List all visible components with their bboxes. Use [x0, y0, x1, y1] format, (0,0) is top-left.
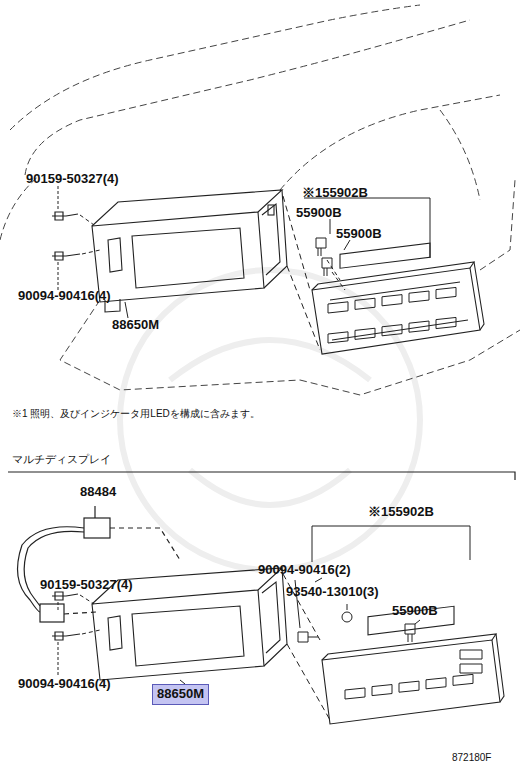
panel-button: [460, 650, 482, 659]
part-number: 55900B: [392, 604, 438, 619]
highlight-box: 88650M: [152, 684, 209, 705]
part-number: ※155902B: [302, 186, 368, 201]
panel-button: [460, 664, 482, 673]
panel-button: [345, 688, 365, 699]
figure-code: 872180F: [452, 752, 491, 764]
part-number: 90094-90416(2): [258, 563, 351, 578]
section-title: マルチディスプレイ: [12, 453, 111, 466]
note-text: ※1 照明、及びインジケータ用LEDを構成に含みます。: [12, 408, 260, 420]
panel-button: [328, 302, 348, 313]
part-number: 93540-13010(3): [286, 585, 379, 600]
part-number: 90159-50327(4): [26, 172, 119, 187]
panel-button: [328, 332, 348, 343]
part-number: 90094-90416(4): [18, 677, 111, 692]
part-number: 88650M: [112, 318, 159, 333]
part-number: ※155902B: [368, 505, 434, 520]
part-number: 88484: [80, 485, 116, 500]
part-number: 90094-90416(4): [18, 289, 111, 304]
part-number: 90159-50327(4): [40, 578, 133, 593]
panel-button: [436, 287, 456, 298]
panel-button: [409, 291, 429, 302]
panel-button: [382, 325, 402, 336]
part-number: 88650M: [153, 685, 208, 704]
panel-button: [436, 317, 456, 328]
panel-button: [399, 681, 419, 692]
panel-button: [426, 678, 446, 689]
panel-button: [372, 685, 392, 696]
panel-button: [355, 298, 375, 309]
panel-button: [453, 674, 473, 685]
part-number: 55900B: [296, 206, 342, 221]
panel-button: [382, 295, 402, 306]
panel-button: [409, 321, 429, 332]
watermark: [120, 270, 420, 570]
part-number: 55900B: [336, 227, 382, 242]
panel-button: [355, 328, 375, 339]
